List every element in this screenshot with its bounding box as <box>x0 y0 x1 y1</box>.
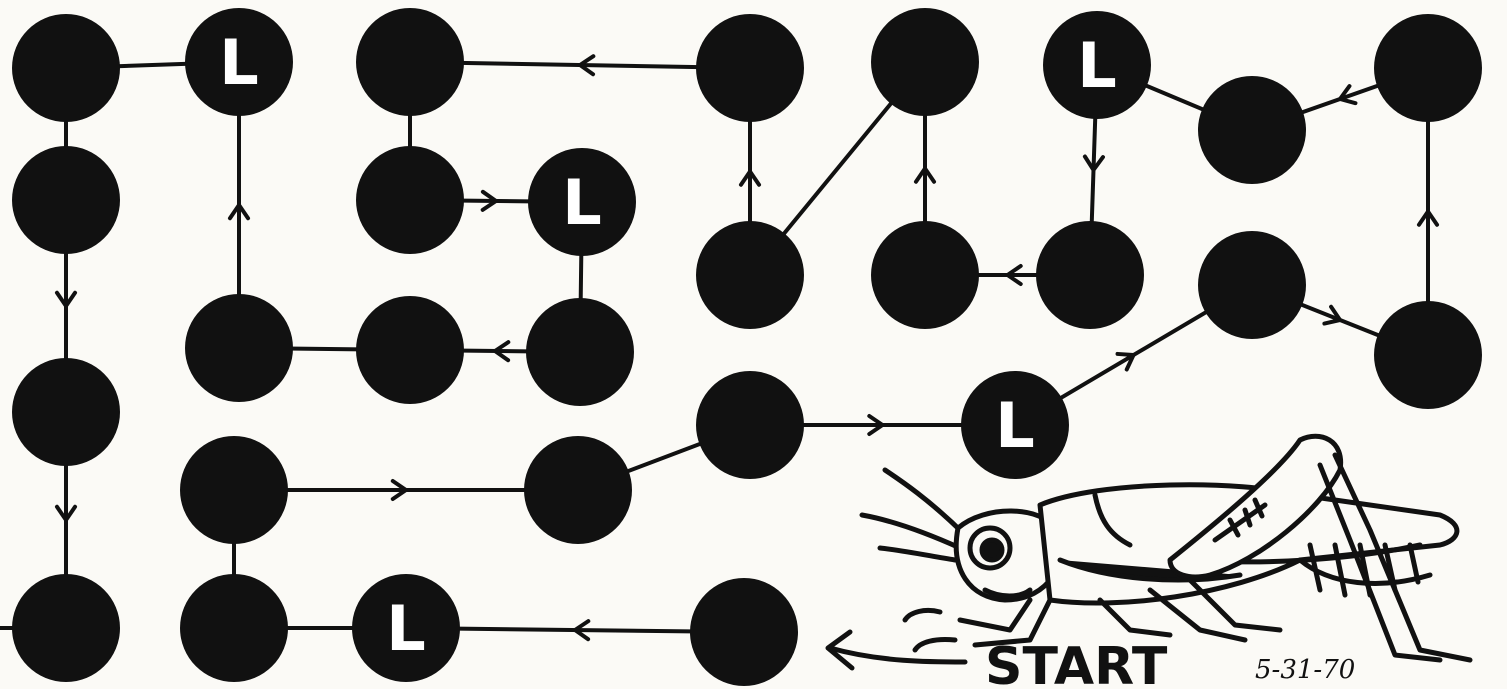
maze-dot[interactable] <box>356 146 464 254</box>
path-arrow <box>1322 304 1342 326</box>
path-arrow <box>1082 154 1105 172</box>
dot-circle <box>12 358 120 466</box>
start-label: START <box>985 637 1168 689</box>
dot-circle <box>356 146 464 254</box>
path-arrow <box>578 54 596 77</box>
maze-dot[interactable] <box>1374 301 1482 409</box>
dot-circle <box>524 436 632 544</box>
dot-label: L <box>562 166 602 239</box>
maze-dots: L L L L L <box>12 8 1482 686</box>
dot-circle <box>696 14 804 122</box>
dot-circle <box>1198 76 1306 184</box>
start-arrow-head <box>825 629 855 671</box>
dot-circle <box>696 371 804 479</box>
maze-dot[interactable] <box>696 14 804 122</box>
dot-circle <box>526 298 634 406</box>
dot-circle <box>180 574 288 682</box>
dot-circle <box>961 371 1069 479</box>
path-arrow <box>493 340 511 363</box>
puzzle-date: 5-31-70 <box>1255 655 1355 685</box>
maze-dot[interactable] <box>696 371 804 479</box>
dot-label: L <box>386 592 426 665</box>
dot-circle <box>352 574 460 682</box>
dot-circle <box>185 8 293 116</box>
path-arrow <box>227 203 251 221</box>
dot-circle <box>696 221 804 329</box>
path-arrow <box>390 478 408 502</box>
dot-label: L <box>219 26 259 99</box>
dot-circle <box>356 296 464 404</box>
maze-dot-labeled[interactable]: L <box>961 371 1069 479</box>
dot-circle <box>185 294 293 402</box>
path-arrow <box>54 504 78 522</box>
path-arrow <box>1005 263 1023 287</box>
dot-circle <box>12 574 120 682</box>
maze-dot[interactable] <box>1198 76 1306 184</box>
maze-dot[interactable] <box>356 296 464 404</box>
maze-dot[interactable] <box>180 436 288 544</box>
dot-circle <box>1374 301 1482 409</box>
grasshopper-icon <box>859 433 1473 663</box>
maze-dot-labeled[interactable]: L <box>1043 11 1151 119</box>
maze-dot[interactable] <box>12 146 120 254</box>
dot-circle <box>690 578 798 686</box>
path-arrow <box>913 166 937 184</box>
maze-dot[interactable] <box>524 436 632 544</box>
maze-dot[interactable] <box>185 294 293 402</box>
dot-circle <box>180 436 288 544</box>
maze-dot[interactable] <box>180 574 288 682</box>
dot-circle <box>12 14 120 122</box>
dot-label: L <box>1077 29 1117 102</box>
path-arrow <box>1338 84 1358 106</box>
maze-dot[interactable] <box>1198 231 1306 339</box>
start-arrow <box>827 645 968 665</box>
maze-dot[interactable] <box>12 358 120 466</box>
dot-circle <box>1043 11 1151 119</box>
maze-dot[interactable] <box>12 14 120 122</box>
path-arrow <box>573 619 591 642</box>
maze-dot[interactable] <box>871 8 979 116</box>
path-arrow <box>867 413 885 437</box>
dot-circle <box>12 146 120 254</box>
dot-circle <box>528 148 636 256</box>
path-arrow <box>1416 209 1440 227</box>
dot-label: L <box>995 389 1035 462</box>
maze-dot[interactable] <box>1036 221 1144 329</box>
maze-dot[interactable] <box>12 574 120 682</box>
dot-circle <box>1198 231 1306 339</box>
path-arrow <box>480 189 498 212</box>
dot-circle <box>871 221 979 329</box>
maze-dot-labeled[interactable]: L <box>352 574 460 682</box>
path-arrow <box>1115 351 1136 372</box>
dot-circle <box>356 8 464 116</box>
dot-circle <box>1374 14 1482 122</box>
maze-dot[interactable] <box>356 8 464 116</box>
maze-dot[interactable] <box>696 221 804 329</box>
maze-dot[interactable] <box>1374 14 1482 122</box>
maze-dot[interactable] <box>526 298 634 406</box>
maze-dot-labeled[interactable]: L <box>185 8 293 116</box>
path-arrow <box>738 169 762 187</box>
maze-dot-labeled[interactable]: L <box>528 148 636 256</box>
maze-dot[interactable] <box>690 578 798 686</box>
maze-dot[interactable] <box>871 221 979 329</box>
path-arrow <box>54 290 78 308</box>
dot-circle <box>871 8 979 116</box>
dot-circle <box>1036 221 1144 329</box>
